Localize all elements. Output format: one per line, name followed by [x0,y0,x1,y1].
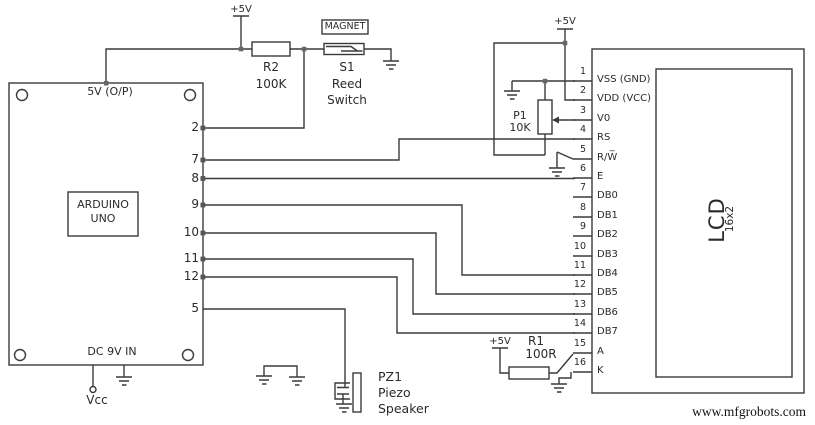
lcd-pin-label-db5: DB5 [597,287,618,298]
arduino-pin-8-label: 8 [191,171,199,185]
r1-network-wires [492,347,574,384]
lcd-pin-label-v0: V0 [597,113,611,124]
lcd-pin-number-15: 15 [573,338,586,349]
signal-wires [203,138,575,383]
arduino-bottom-wires [89,365,125,394]
lcd-pin-number-11: 11 [573,260,586,271]
lcd-pin-number-10: 10 [573,241,586,252]
arduino-pin-9-label: 9 [191,197,199,211]
lcd-pin-label-db2: DB2 [597,229,618,240]
lcd-pin-number-14: 14 [573,318,586,329]
lcd-pin-label-rw: R/W̅ [597,152,618,163]
piezo-speaker-symbol [334,372,362,413]
lcd-pin-number-7: 7 [579,182,586,193]
r2-ref-label: R2 [263,60,279,74]
arduino-dc9v-label: DC 9V IN [87,345,137,358]
lcd-pin-number-16: 16 [573,357,586,368]
r2-resistor-symbol [251,41,291,57]
pz1-desc1-label: Piezo [378,385,411,400]
p1-network-wires [493,28,575,156]
lcd-pin-number-4: 4 [579,124,586,135]
junction-dots [104,40,568,280]
s1-ref-label: S1 [339,60,355,74]
lcd-pin-number-1: 1 [579,66,586,77]
p1-value-label: 10K [509,121,531,134]
magnet-label: MAGNET [324,21,366,32]
lcd-pin-label-db7: DB7 [597,326,618,337]
lcd-pin-number-2: 2 [579,85,586,96]
p1-potentiometer-symbol [537,99,575,135]
r1-value-label: 100R [525,347,557,361]
lcd-pin-number-5: 5 [579,144,586,155]
lcd-pin-number-3: 3 [579,105,586,116]
arduino-5v-output-label: 5V (O/P) [87,85,133,98]
s1-desc2-label: Switch [327,93,367,107]
lcd-pin-label-a: A [597,346,604,357]
pz1-desc2-label: Speaker [378,401,429,416]
lcd-pin-label-rs: RS [597,132,611,143]
lcd-pin-number-9: 9 [579,221,586,232]
ground-bridge [263,365,298,377]
arduino-pin-10-label: 10 [183,225,199,239]
rw-ground-wire [556,151,574,168]
watermark: www.mfgrobots.com [692,404,806,419]
arduino-pin-11-label: 11 [183,251,199,265]
lcd-pin-number-6: 6 [579,163,586,174]
lcd-pin-number-8: 8 [579,202,586,213]
plus5v-label-lcd: +5V [554,16,576,27]
arduino-pin-7-label: 7 [191,152,199,166]
arduino-pin-5-label: 5 [191,301,199,315]
s1-desc1-label: Reed [331,77,363,91]
plus5v-label-backlight: +5V [489,336,511,347]
lcd-pin-label-db3: DB3 [597,249,618,260]
lcd-pin-label-k: K [597,365,604,376]
r2-value-label: 100K [255,77,287,91]
lcd-pin-number-13: 13 [573,299,586,310]
lcd-pin-label-vdd: VDD (VCC) [597,93,652,104]
arduino-pin-2-label: 2 [191,120,199,134]
arduino-name-label: ARDUINO [77,198,129,211]
plus5v-label-top: +5V [230,4,252,15]
p1-ref-label: P1 [513,109,527,122]
lcd-pin-label-db4: DB4 [597,268,618,279]
ground-symbols [116,60,567,413]
r1-ref-label: R1 [528,334,544,348]
lcd-pin-number-12: 12 [573,279,586,290]
r1-resistor-symbol [508,366,550,380]
lcd-pin-label-vss: VSS (GND) [597,74,651,85]
lcd-pin-label-db0: DB0 [597,190,618,201]
pz1-ref-label: PZ1 [378,369,403,384]
magnet-box [321,19,369,35]
lcd-module-outline [573,48,805,394]
arduino-uno-label: UNO [90,212,116,225]
top-rail-wires [105,15,392,129]
reed-switch-symbol [323,42,365,56]
arduino-pin-12-label: 12 [183,269,199,283]
lcd-pin-label-db1: DB1 [597,210,618,221]
lcd-size-label: 16x2 [724,205,736,233]
lcd-pin-label-e: E [597,171,604,182]
vcc-label: Vcc [86,393,108,407]
lcd-pin-label-db6: DB6 [597,307,618,318]
